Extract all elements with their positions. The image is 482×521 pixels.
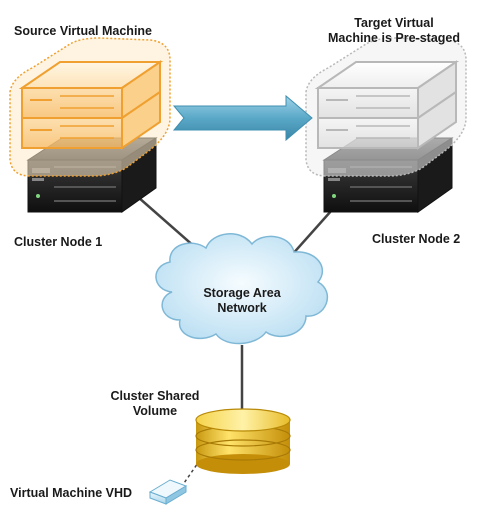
target-vm-icon xyxy=(305,37,467,177)
cluster-node-1-label: Cluster Node 1 xyxy=(14,235,103,249)
source-vm-label: Source Virtual Machine xyxy=(14,24,153,38)
vhd-file-icon xyxy=(148,479,188,505)
san-label-line-1: Storage Area xyxy=(203,286,281,300)
cluster-node-2-label: Cluster Node 2 xyxy=(372,232,461,246)
cluster-shared-volume-label: Cluster Shared Volume xyxy=(90,389,220,419)
storage-area-network-label: Storage Area Network xyxy=(186,286,298,316)
source-vm-icon xyxy=(9,37,171,177)
migration-arrow xyxy=(172,94,313,142)
san-label-line-2: Network xyxy=(217,301,267,315)
target-vm-label-line-2: Machine is Pre-staged xyxy=(328,31,460,45)
target-vm-label: Target Virtual Machine is Pre-staged xyxy=(318,16,470,46)
connector-csv-vhd xyxy=(181,459,201,487)
storage-area-network-cloud xyxy=(155,233,329,345)
csv-label-line-1: Cluster Shared xyxy=(110,389,200,403)
csv-label-line-2: Volume xyxy=(132,404,178,418)
cluster-shared-volume-disk xyxy=(195,408,291,474)
vhd-label: Virtual Machine VHD xyxy=(10,486,133,500)
target-vm-label-line-1: Target Virtual xyxy=(354,16,434,30)
